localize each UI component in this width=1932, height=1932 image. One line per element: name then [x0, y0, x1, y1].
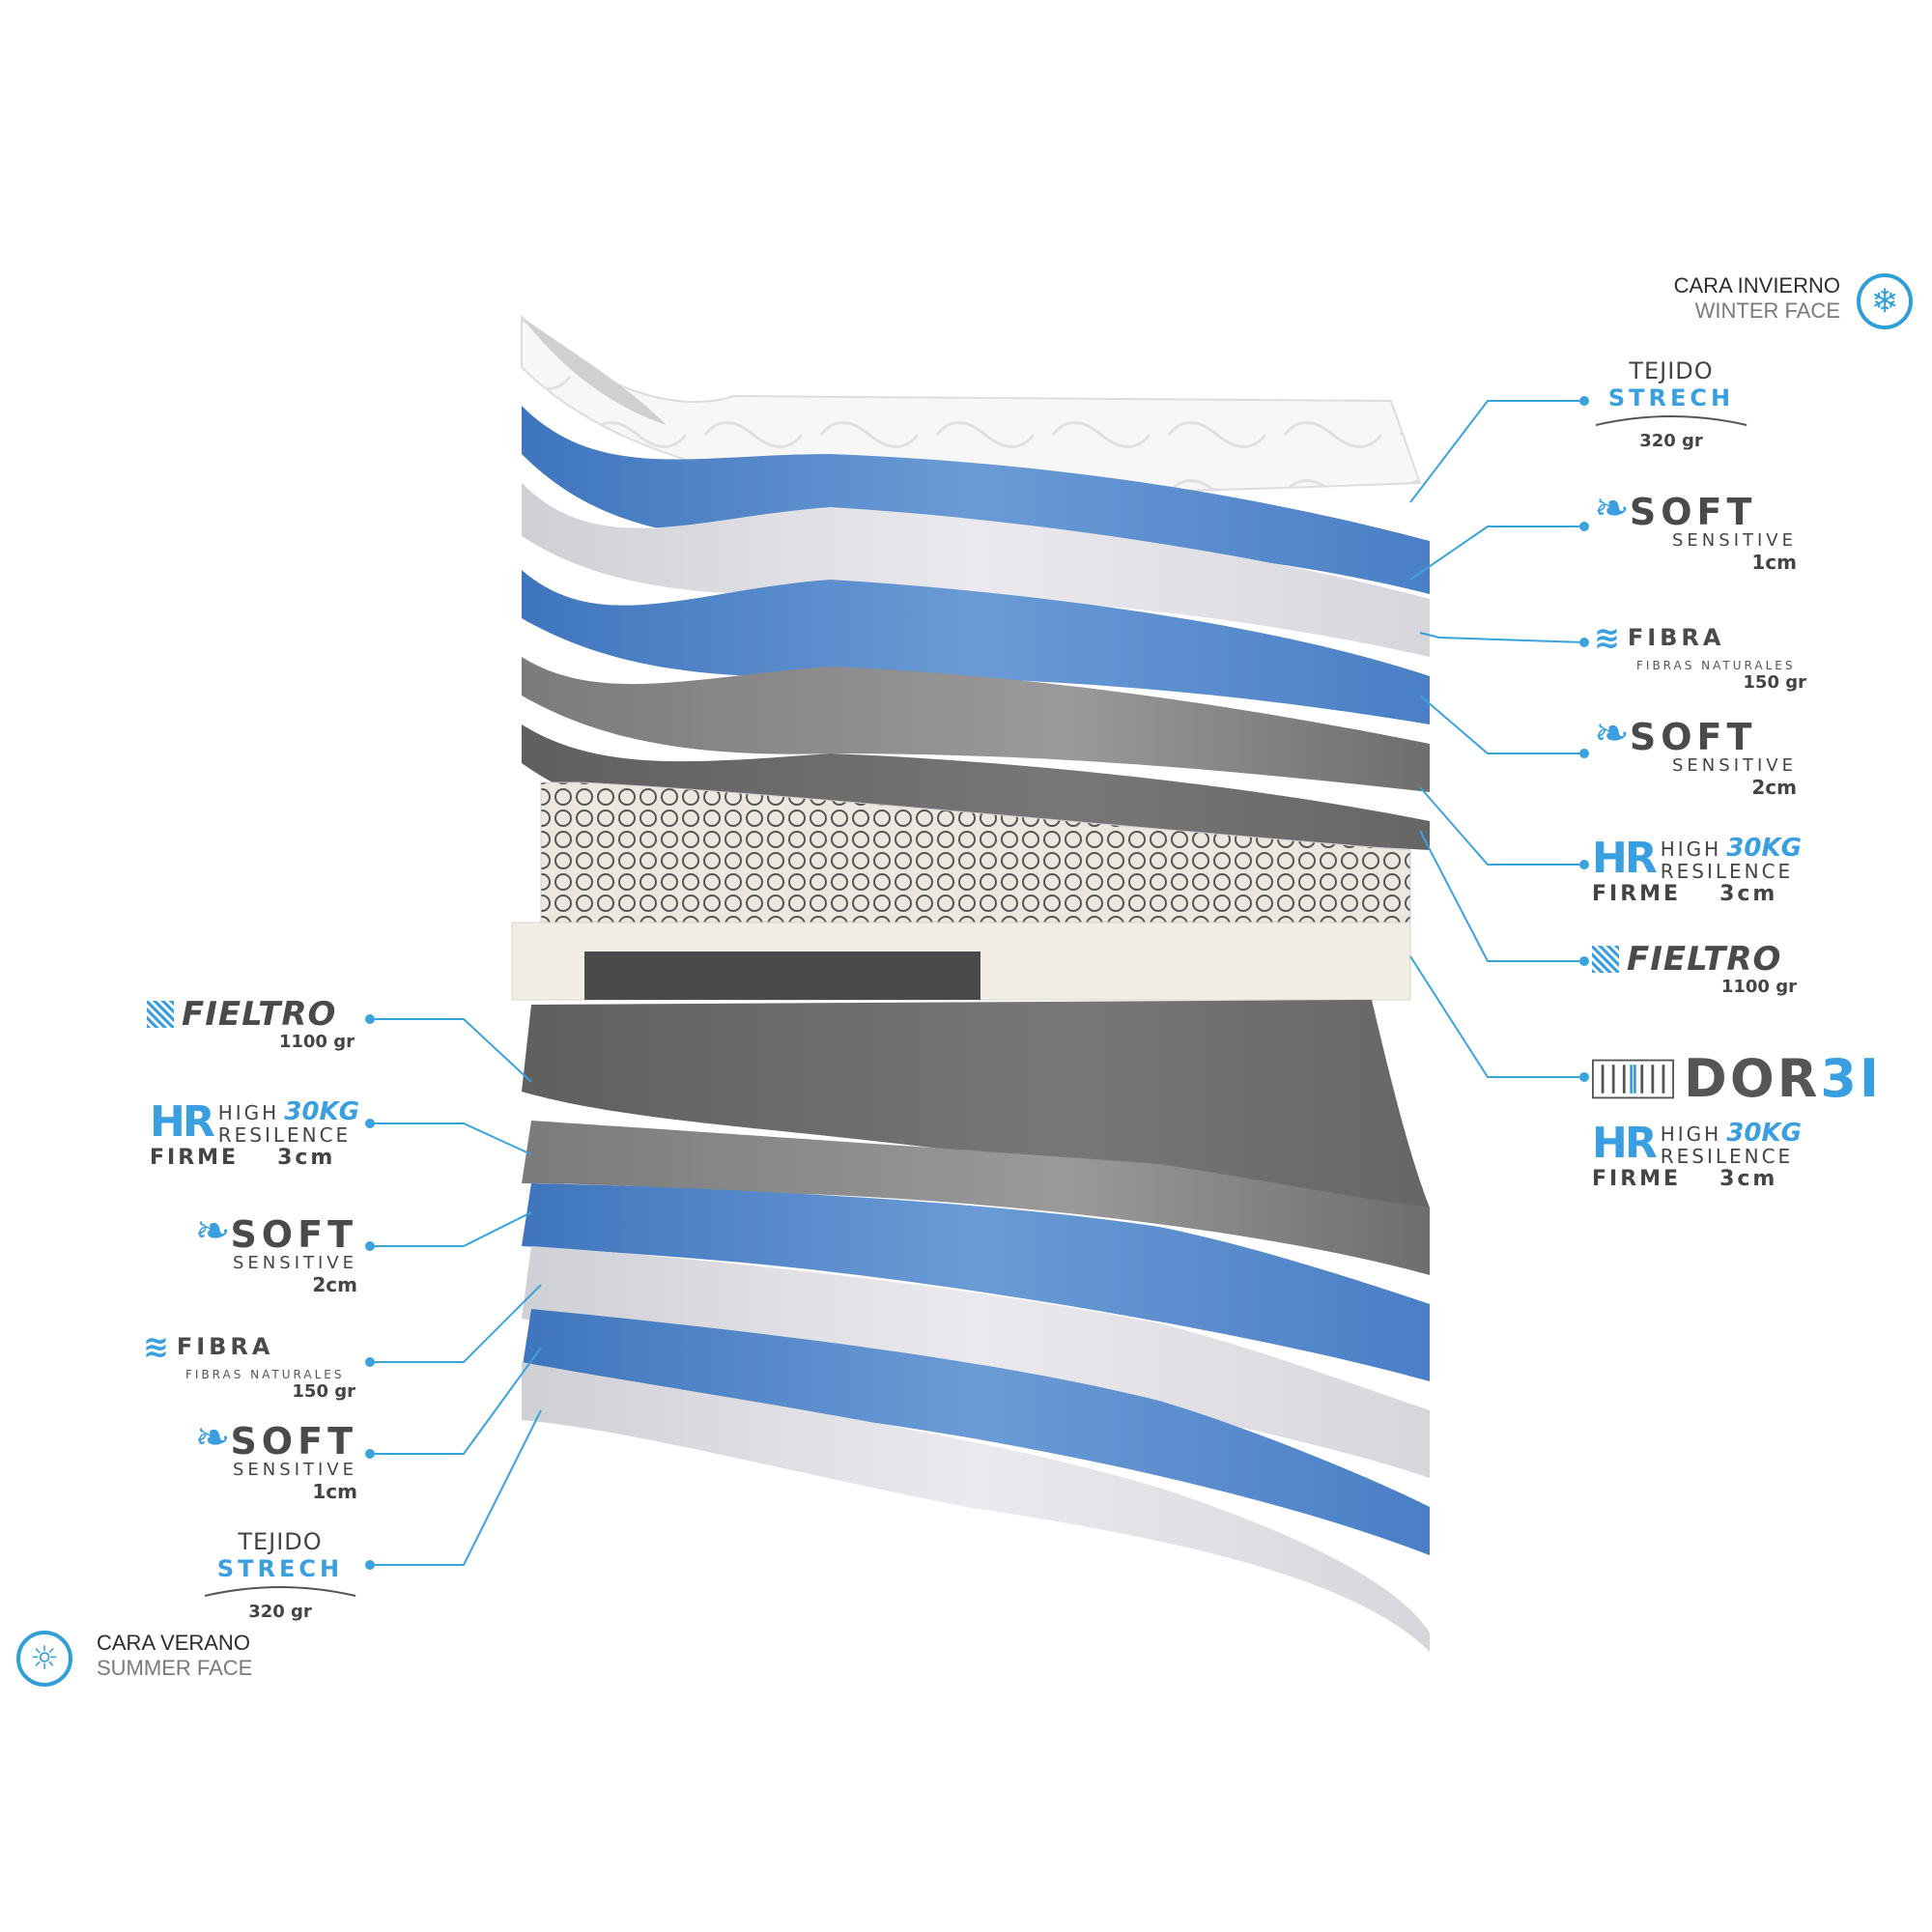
- tejido-name: STRECH: [216, 1555, 344, 1582]
- soft-sub: SENSITIVE: [233, 1253, 357, 1273]
- hr-size: 3cm: [1719, 1167, 1778, 1191]
- hr-kg: 30KG: [284, 1097, 359, 1126]
- hr-firmness: FIRME: [1592, 882, 1682, 906]
- hr-logo: HR: [1592, 834, 1658, 883]
- fibra-icon: ≋: [143, 1328, 169, 1365]
- fibra-icon: ≋: [1594, 619, 1620, 656]
- hr-logo: HR: [150, 1097, 215, 1147]
- layer-soft-1cm-bottom: [522, 1309, 1430, 1555]
- left-leaders: [365, 1014, 542, 1570]
- hr-high: HIGH: [1660, 838, 1722, 861]
- hr-high: HIGH: [1660, 1122, 1722, 1146]
- hr-size: 3cm: [1719, 882, 1778, 906]
- fibra-sub: FIBRAS NATURALES: [185, 1368, 345, 1381]
- tejido-weight: 320 gr: [1639, 431, 1703, 451]
- left-soft-2cm-label: ❧ SOFT SENSITIVE 2cm: [155, 1207, 357, 1297]
- fieltro-icon: [147, 1001, 174, 1028]
- layer-fibra-bottom: [522, 1246, 1430, 1478]
- fieltro-icon: [1592, 946, 1619, 973]
- soft-size: 1cm: [1751, 551, 1797, 574]
- fibra-sub: FIBRAS NATURALES: [1636, 659, 1796, 672]
- right-hr-core-label: HR HIGH 30KG RESILENCE FIRME 3cm: [1592, 1121, 1824, 1191]
- soft-title: SOFT: [230, 1420, 357, 1463]
- tejido-top: TEJIDO: [1629, 357, 1714, 384]
- right-fibra-label: ≋ FIBRA FIBRAS NATURALES 150 gr: [1594, 616, 1806, 693]
- bottom-fabric-layer: [522, 1362, 1430, 1652]
- left-fibra-label: ≋ FIBRA FIBRAS NATURALES 150 gr: [143, 1325, 355, 1402]
- fieltro-weight: 1100 gr: [1720, 977, 1797, 997]
- right-fieltro-label: FIELTRO 1100 gr: [1592, 942, 1804, 997]
- hr-logo: HR: [1592, 1119, 1658, 1168]
- layer-hr-bottom: [522, 1121, 1430, 1275]
- right-dorbi-label: DOR3I: [1592, 1053, 1882, 1105]
- soft-sub: SENSITIVE: [1672, 755, 1797, 776]
- soft-size: 2cm: [312, 1273, 357, 1296]
- feather-icon: ❧: [1594, 484, 1630, 533]
- hr-kg: 30KG: [1726, 834, 1802, 863]
- layer-soft-1cm-top: [522, 406, 1430, 594]
- layer-fieltro-bottom: [522, 1000, 1430, 1208]
- tejido-weight: 320 gr: [248, 1602, 312, 1622]
- right-soft-1cm-label: ❧ SOFT SENSITIVE 1cm: [1594, 484, 1797, 575]
- soft-size: 1cm: [312, 1480, 357, 1503]
- spring-core-pocket: [584, 952, 980, 1000]
- winter-face-label: CARA INVIERNO WINTER FACE: [1666, 273, 1840, 324]
- hr-resilence: RESILENCE: [217, 1123, 352, 1147]
- hr-firmness: FIRME: [1592, 1167, 1682, 1191]
- layer-fibra-top: [522, 483, 1430, 657]
- top-fabric-fold: [522, 317, 667, 425]
- right-leaders: [1409, 396, 1589, 1082]
- hr-resilence: RESILENCE: [1660, 1145, 1794, 1168]
- fieltro-title: FIELTRO: [182, 995, 337, 1034]
- hr-firmness: FIRME: [150, 1146, 240, 1170]
- right-soft-2cm-label: ❧ SOFT SENSITIVE 2cm: [1594, 709, 1797, 800]
- dorbi-brand-b: 3I: [1820, 1048, 1882, 1109]
- fibra-weight: 150 gr: [1743, 672, 1806, 693]
- feather-icon: ❧: [1594, 709, 1630, 758]
- tejido-arc: [1595, 415, 1747, 426]
- soft-title: SOFT: [230, 1213, 357, 1256]
- snowflake-icon: ❄: [1857, 273, 1913, 329]
- left-soft-1cm-label: ❧ SOFT SENSITIVE 1cm: [155, 1413, 357, 1504]
- hr-high: HIGH: [217, 1101, 280, 1124]
- soft-sub: SENSITIVE: [233, 1460, 357, 1480]
- right-hr-label: HR HIGH 30KG RESILENCE FIRME 3cm: [1592, 836, 1824, 906]
- tejido-name: STRECH: [1607, 384, 1735, 412]
- hr-size: 3cm: [277, 1146, 336, 1170]
- feather-icon: ❧: [194, 1413, 231, 1463]
- soft-sub: SENSITIVE: [1672, 530, 1797, 551]
- soft-title: SOFT: [1629, 491, 1757, 533]
- sun-icon: ☼: [16, 1631, 72, 1687]
- dorbi-brand-a: DOR: [1684, 1048, 1821, 1109]
- fibra-title: FIBRA: [1627, 624, 1725, 651]
- right-tejido-label: TEJIDO STRECH 320 gr: [1594, 357, 1748, 451]
- winter-face-subtitle: WINTER FACE: [1694, 298, 1840, 323]
- fibra-weight: 150 gr: [292, 1381, 355, 1402]
- feather-icon: ❧: [194, 1207, 231, 1256]
- layer-hr-top: [522, 657, 1430, 792]
- dorbi-brand: DOR3I: [1684, 1053, 1882, 1105]
- fieltro-weight: 1100 gr: [278, 1032, 355, 1052]
- tejido-top: TEJIDO: [238, 1528, 323, 1555]
- left-tejido-label: TEJIDO STRECH 320 gr: [203, 1528, 357, 1622]
- soft-title: SOFT: [1629, 716, 1757, 758]
- hr-resilence: RESILENCE: [1660, 860, 1794, 883]
- summer-face-subtitle: SUMMER FACE: [97, 1656, 253, 1680]
- left-fieltro-label: FIELTRO 1100 gr: [147, 997, 361, 1052]
- left-hr-label: HR HIGH 30KG RESILENCE FIRME 3cm: [150, 1099, 372, 1170]
- tejido-arc: [204, 1586, 356, 1597]
- spring-unit-icon: [1592, 1059, 1675, 1099]
- layer-soft-2cm-bottom: [522, 1183, 1430, 1381]
- summer-face-label: CARA VERANO SUMMER FACE: [97, 1631, 252, 1681]
- hr-kg: 30KG: [1726, 1119, 1802, 1148]
- layer-soft-2cm-top: [522, 570, 1430, 724]
- fibra-title: FIBRA: [176, 1333, 274, 1360]
- soft-size: 2cm: [1751, 776, 1797, 799]
- summer-face-title: CARA VERANO: [97, 1631, 250, 1655]
- fieltro-title: FIELTRO: [1627, 940, 1782, 979]
- winter-face-title: CARA INVIERNO: [1673, 273, 1840, 298]
